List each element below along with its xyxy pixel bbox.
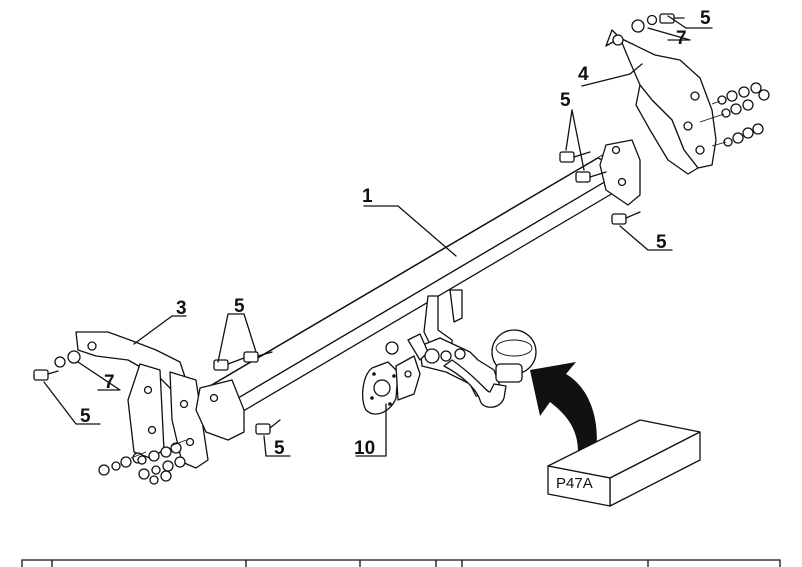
label-part-7-left: 7	[104, 372, 115, 393]
label-part-5-top-right: 5	[700, 8, 711, 29]
left-nut-stack	[98, 439, 187, 485]
tow-ball-assembly	[385, 289, 537, 408]
bottom-table-border	[21, 559, 781, 567]
label-part-5-right-lower: 5	[656, 232, 667, 253]
label-part-3: 3	[176, 298, 187, 319]
label-part-10: 10	[354, 438, 375, 459]
socket-plate	[361, 355, 421, 415]
label-part-7-top-right: 7	[676, 28, 687, 49]
package-box: P47A	[547, 419, 701, 507]
label-part-5-left-upper: 5	[234, 296, 245, 317]
left-bracket	[33, 331, 281, 485]
label-part-5-right-upper: 5	[560, 90, 571, 111]
install-arrow-icon	[530, 362, 597, 452]
right-nut-stack	[699, 82, 770, 147]
label-part-5-left-lower: 5	[80, 406, 91, 427]
package-code: P47A	[556, 475, 593, 492]
label-part-5-left-bolt: 5	[274, 438, 285, 459]
label-part-4: 4	[578, 64, 589, 85]
label-part-1: 1	[362, 186, 373, 207]
part-labels: 1 3 4 5 7 5 5 5 7 5 5 10	[80, 8, 711, 459]
leader-lines	[43, 15, 713, 457]
right-bracket	[559, 13, 770, 225]
